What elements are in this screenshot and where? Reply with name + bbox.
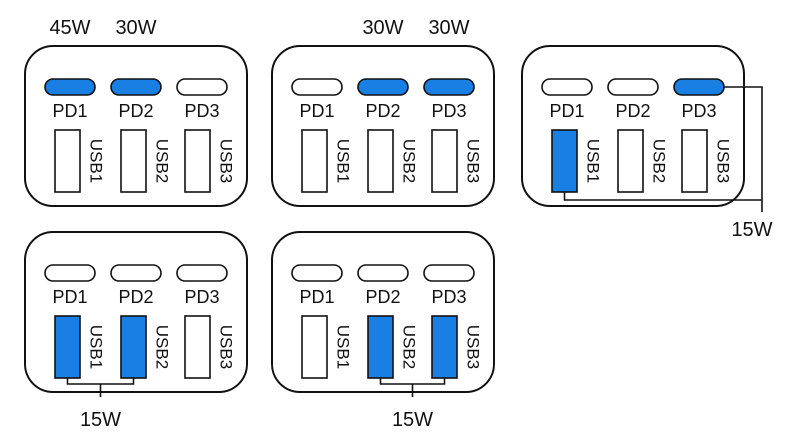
usb-port-label: USB2 [153, 325, 172, 369]
shared-power-connector [379, 378, 446, 397]
pd-port-3 [673, 78, 725, 96]
pd-port-3 [176, 78, 228, 96]
usb-port-3 [184, 315, 211, 379]
power-rating: 45W [49, 17, 90, 39]
usb-port-3 [184, 129, 211, 193]
pd-port-label: PD2 [365, 287, 400, 307]
pd-port-1 [291, 78, 343, 96]
pd-port-1 [541, 78, 593, 96]
usb-port-3 [431, 315, 458, 379]
pd-port-1 [291, 264, 343, 282]
pd-port-label: PD1 [52, 287, 87, 307]
pd-port-3 [176, 264, 228, 282]
usb-port-2 [617, 129, 644, 193]
pd-port-label: PD1 [549, 101, 584, 121]
pd-port-1 [44, 264, 96, 282]
usb-port-label: USB3 [217, 325, 236, 369]
usb-port-1 [54, 315, 81, 379]
usb-port-label: USB1 [334, 139, 353, 183]
usb-port-1 [54, 129, 81, 193]
shared-power-connector [563, 86, 763, 212]
pd-port-label: PD3 [184, 287, 219, 307]
pd-port-3 [423, 78, 475, 96]
power-rating: 30W [362, 17, 403, 39]
pd-port-label: PD1 [52, 101, 87, 121]
pd-port-2 [357, 264, 409, 282]
usb-port-1 [301, 129, 328, 193]
usb-port-label: USB3 [464, 139, 483, 183]
shared-power-rating: 15W [80, 409, 121, 431]
pd-port-3 [423, 264, 475, 282]
shared-power-rating: 15W [731, 219, 772, 241]
power-rating: 30W [428, 17, 469, 39]
pd-port-label: PD3 [431, 287, 466, 307]
usb-port-label: USB3 [464, 325, 483, 369]
usb-port-label: USB1 [334, 325, 353, 369]
usb-port-2 [120, 315, 147, 379]
usb-port-2 [120, 129, 147, 193]
pd-port-2 [607, 78, 659, 96]
pd-port-2 [110, 264, 162, 282]
usb-port-1 [301, 315, 328, 379]
shared-power-rating: 15W [392, 409, 433, 431]
pd-port-label: PD1 [299, 101, 334, 121]
pd-port-label: PD3 [431, 101, 466, 121]
pd-port-2 [110, 78, 162, 96]
usb-port-label: USB3 [217, 139, 236, 183]
pd-port-label: PD1 [299, 287, 334, 307]
usb-port-label: USB3 [714, 139, 733, 183]
pd-port-label: PD3 [184, 101, 219, 121]
pd-port-1 [44, 78, 96, 96]
pd-port-label: PD2 [118, 287, 153, 307]
pd-port-label: PD2 [118, 101, 153, 121]
usb-port-label: USB1 [584, 139, 603, 183]
power-rating: 30W [115, 17, 156, 39]
pd-port-label: PD3 [681, 101, 716, 121]
usb-port-label: USB2 [400, 325, 419, 369]
usb-port-3 [431, 129, 458, 193]
usb-port-2 [367, 129, 394, 193]
usb-port-2 [367, 315, 394, 379]
usb-port-label: USB2 [400, 139, 419, 183]
pd-port-label: PD2 [615, 101, 650, 121]
usb-port-label: USB2 [650, 139, 669, 183]
pd-port-label: PD2 [365, 101, 400, 121]
usb-port-label: USB2 [153, 139, 172, 183]
usb-port-label: USB1 [87, 325, 106, 369]
usb-port-1 [551, 129, 578, 193]
pd-port-2 [357, 78, 409, 96]
usb-port-label: USB1 [87, 139, 106, 183]
usb-port-3 [681, 129, 708, 193]
shared-power-connector [66, 378, 135, 397]
